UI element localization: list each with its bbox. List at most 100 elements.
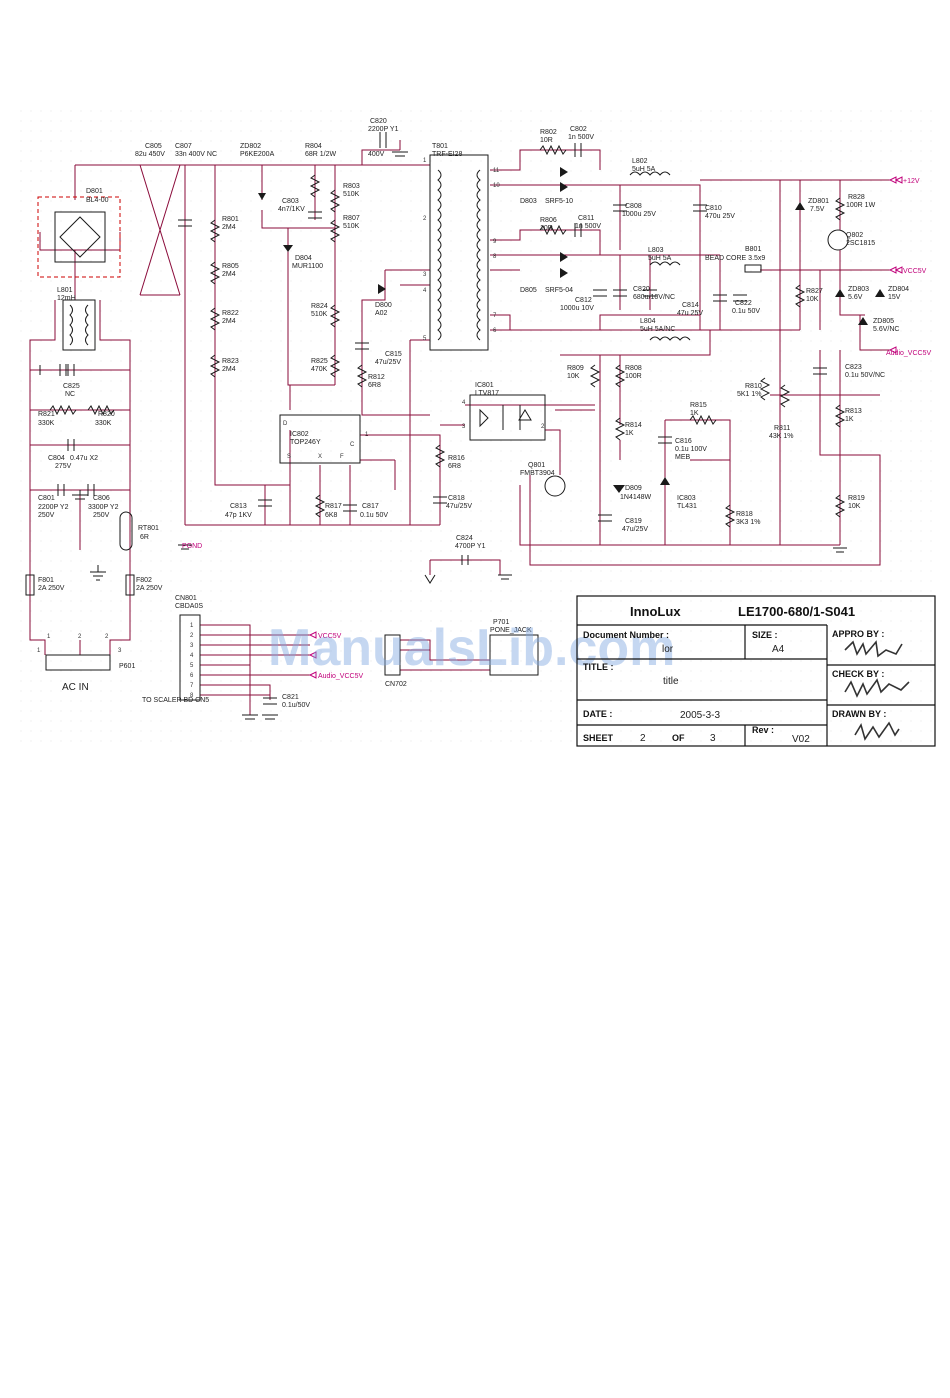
cn801-pin-5: 5 xyxy=(190,663,194,669)
d809-symbol xyxy=(613,485,625,493)
svg-text:4: 4 xyxy=(462,400,466,406)
model-number: LE1700-680/1-S041 xyxy=(738,604,855,619)
svg-text:2200P Y2: 2200P Y2 xyxy=(38,504,69,511)
svg-text:330K: 330K xyxy=(95,420,112,427)
svg-text:510K: 510K xyxy=(311,311,328,318)
svg-text:MEB: MEB xyxy=(675,454,691,461)
svg-text:D801: D801 xyxy=(86,188,103,195)
ic802-body xyxy=(279,414,361,464)
r823-symbol xyxy=(209,354,221,378)
appro-by-label: APPRO BY : xyxy=(832,629,884,639)
svg-text:R811: R811 xyxy=(774,425,790,432)
svg-text:CN801: CN801 xyxy=(175,595,197,602)
cn801-pin-3: 3 xyxy=(190,643,194,649)
r805-symbol xyxy=(209,261,221,285)
net-vcc5v-cn: VCC5V xyxy=(318,633,342,640)
svg-text:47u/25V: 47u/25V xyxy=(375,359,401,366)
svg-text:2A 250V: 2A 250V xyxy=(136,585,163,592)
bridge-outline xyxy=(37,196,121,278)
svg-text:2: 2 xyxy=(423,216,427,222)
cn702-body xyxy=(384,634,401,676)
svg-text:R817: R817 xyxy=(325,503,342,510)
svg-text:400V: 400V xyxy=(368,151,385,158)
svg-text:5.6V: 5.6V xyxy=(848,294,863,301)
svg-text:D803: D803 xyxy=(520,198,537,205)
svg-text:1K: 1K xyxy=(690,410,699,417)
svg-text:33n 400V NC: 33n 400V NC xyxy=(175,151,217,158)
svg-text:C825: C825 xyxy=(63,383,80,390)
svg-text:S: S xyxy=(287,454,291,460)
date-value: 2005-3-3 xyxy=(680,710,720,721)
svg-text:1: 1 xyxy=(47,634,51,640)
svg-text:C802: C802 xyxy=(570,126,587,133)
bead-core-symbol xyxy=(744,264,762,273)
net-arrows xyxy=(308,176,903,679)
d803b-symbol xyxy=(560,182,568,192)
svg-text:PONE_JACK: PONE_JACK xyxy=(490,627,532,634)
svg-text:X: X xyxy=(318,454,322,460)
svg-text:R809: R809 xyxy=(567,365,584,372)
svg-text:R801: R801 xyxy=(222,216,239,223)
svg-text:R805: R805 xyxy=(222,263,239,270)
d805a-symbol xyxy=(560,252,568,262)
svg-text:L804: L804 xyxy=(640,318,656,325)
net-12v: +12V xyxy=(903,178,920,185)
svg-text:6R8: 6R8 xyxy=(448,463,461,470)
date-label: DATE : xyxy=(583,709,612,719)
svg-text:0.1u/50V: 0.1u/50V xyxy=(282,702,310,709)
p601-body xyxy=(45,654,111,671)
svg-text:1: 1 xyxy=(423,158,427,164)
svg-text:C821: C821 xyxy=(282,694,299,701)
svg-text:1: 1 xyxy=(37,648,41,654)
svg-text:ZD804: ZD804 xyxy=(888,286,909,293)
svg-text:43K 1%: 43K 1% xyxy=(769,433,794,440)
svg-text:C820: C820 xyxy=(633,286,650,293)
svg-text:7: 7 xyxy=(493,313,497,319)
choke-symbol xyxy=(62,299,96,351)
cn801-pins: 1 2 3 4 5 6 7 8 xyxy=(190,623,194,699)
svg-text:D804: D804 xyxy=(295,255,312,262)
svg-text:10R: 10R xyxy=(540,137,553,144)
svg-text:0.1u 50V: 0.1u 50V xyxy=(732,308,760,315)
cn801-body xyxy=(179,614,201,701)
svg-text:RT801: RT801 xyxy=(138,525,159,532)
svg-text:5.6V/NC: 5.6V/NC xyxy=(873,326,899,333)
svg-text:5: 5 xyxy=(423,336,427,342)
svg-text:CBDA0S: CBDA0S xyxy=(175,603,203,610)
svg-text:3300P Y2: 3300P Y2 xyxy=(88,504,119,511)
svg-text:F802: F802 xyxy=(136,577,152,584)
svg-text:10K: 10K xyxy=(567,373,580,380)
svg-text:ZD801: ZD801 xyxy=(808,198,829,205)
zd802-symbol xyxy=(258,193,266,200)
of-value: 3 xyxy=(710,733,716,744)
svg-text:R827: R827 xyxy=(806,288,823,295)
ac-in-label: AC IN xyxy=(62,682,89,693)
svg-text:6R8: 6R8 xyxy=(368,382,381,389)
svg-text:B801: B801 xyxy=(745,246,761,253)
svg-text:47u/25V: 47u/25V xyxy=(446,503,472,510)
svg-text:L801: L801 xyxy=(57,287,73,294)
zd801-symbol xyxy=(795,202,805,210)
svg-text:NC: NC xyxy=(65,391,75,398)
svg-text:IC801: IC801 xyxy=(475,382,494,389)
svg-text:C806: C806 xyxy=(93,495,110,502)
check-by-label: CHECK BY : xyxy=(832,669,884,679)
net-audio-vcc5v: Audio_VCC5V xyxy=(886,350,931,357)
svg-text:R810: R810 xyxy=(745,383,762,390)
wires xyxy=(29,140,890,715)
svg-text:4700P Y1: 4700P Y1 xyxy=(455,543,486,550)
svg-text:Q801: Q801 xyxy=(528,462,545,469)
svg-text:C811: C811 xyxy=(578,215,594,222)
p701-body xyxy=(489,634,539,676)
svg-text:11: 11 xyxy=(493,168,500,174)
svg-text:10K: 10K xyxy=(848,503,861,510)
svg-text:R825: R825 xyxy=(311,358,328,365)
svg-text:F801: F801 xyxy=(38,577,54,584)
r821-symbol xyxy=(49,404,77,416)
diode-symbols xyxy=(258,167,885,493)
svg-text:15V: 15V xyxy=(888,294,901,301)
title-label: TITLE : xyxy=(583,662,614,672)
r820-symbol xyxy=(87,404,115,416)
d805b-symbol xyxy=(560,268,568,278)
svg-text:C815: C815 xyxy=(385,351,402,358)
